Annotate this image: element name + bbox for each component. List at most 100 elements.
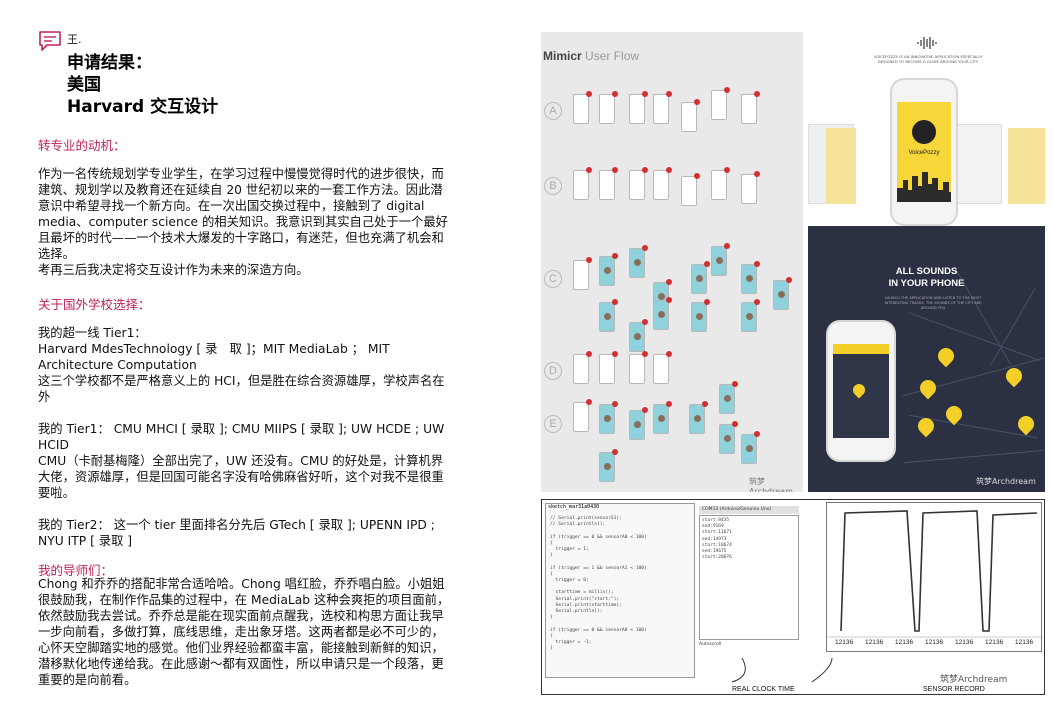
autoscroll-checkbox[interactable]: Autoscroll [699, 642, 722, 647]
flow-marker-dot [666, 91, 672, 97]
flow-screen-thumbnail [691, 302, 707, 332]
chat-bubble-icon [39, 31, 61, 51]
mentors-paragraph: Chong 和乔乔的搭配非常合适哈哈。Chong 唱红脸，乔乔唱白脸。小姐姐很鼓… [38, 577, 450, 687]
map-pin-heart-icon [934, 344, 958, 368]
flow-screen-thumbnail [711, 170, 727, 200]
flow-row-e: E [544, 415, 562, 433]
caption-sensor-record: SENSOR RECORD [923, 686, 985, 693]
flow-marker-dot [754, 91, 760, 97]
flow-marker-dot [754, 299, 760, 305]
flow-marker-dot [642, 351, 648, 357]
voicepozzy-sub-text: LAUNCH THE APPLICATION AND LISTEN TO THE… [884, 296, 982, 310]
flow-screen-thumbnail [599, 452, 615, 482]
map-street-line [990, 287, 1036, 366]
flow-marker-dot [754, 431, 760, 437]
plot-tick-label: 12136 [835, 639, 854, 646]
flow-screen-thumbnail [573, 354, 589, 384]
flow-marker-dot [612, 401, 618, 407]
city-skyline-icon [897, 172, 951, 202]
flow-marker-dot [724, 167, 730, 173]
flow-marker-dot [754, 261, 760, 267]
flow-screen-thumbnail [573, 402, 589, 432]
flow-screen-thumbnail [629, 248, 645, 278]
flow-marker-dot [694, 173, 700, 179]
flow-screen-thumbnail [573, 260, 589, 290]
flow-marker-dot [732, 421, 738, 427]
plot-tick-label: 12136 [1015, 639, 1034, 646]
serial-monitor-title: COM13 (Arduino/Genuino Uno) [699, 506, 799, 514]
flow-screen-thumbnail [741, 302, 757, 332]
result-title: 申请结果： 美国 Harvard 交互设计 [67, 52, 218, 118]
flow-marker-dot [642, 245, 648, 251]
flow-screen-thumbnail [741, 174, 757, 204]
flow-marker-dot [786, 277, 792, 283]
flow-screen-thumbnail [653, 404, 669, 434]
tier1-note: 这三个学校都不是严格意义上的 HCI，但是胜在综合资源雄厚，学校声名在外 [38, 374, 445, 404]
arduino-code-image: sketch_mar31a0430 // Serial.print(sensor… [541, 499, 1045, 695]
flow-screen-thumbnail [681, 176, 697, 206]
plot-tick-label: 12136 [925, 639, 944, 646]
flow-marker-dot [642, 319, 648, 325]
flow-marker-dot [612, 253, 618, 259]
plot-tick-label: 12136 [955, 639, 974, 646]
flow-screen-thumbnail [681, 102, 697, 132]
flow-marker-dot [666, 351, 672, 357]
flow-screen-thumbnail [719, 384, 735, 414]
flow-screen-thumbnail [629, 94, 645, 124]
flow-marker-dot [724, 87, 730, 93]
serial-line: start:20676 [702, 555, 732, 561]
motivation-conclusion: 考再三后我决定将交互设计作为未来的深造方向。 [38, 263, 309, 277]
flow-marker-dot [586, 257, 592, 263]
caption-pointer-lines [731, 658, 833, 683]
title-line-3: Harvard 交互设计 [67, 97, 219, 117]
voicepozzy-promo-text: VOICEPOZZY IS AN INNOVATIVE APPLICATION … [873, 54, 983, 64]
voice-watermark: 筑梦Archdream [976, 477, 1036, 486]
flow-screen-thumbnail [629, 410, 645, 440]
flow-marker-dot [642, 407, 648, 413]
flow-marker-dot [612, 449, 618, 455]
map-street-line [904, 449, 1044, 464]
voicepozzy-phone-screen: VoicePozzy [897, 102, 951, 202]
map-pin-icon [850, 381, 868, 399]
flow-marker-dot [704, 261, 710, 267]
serial-line: start:8435 [702, 518, 730, 523]
flow-screen-thumbnail [719, 424, 735, 454]
flow-row-b: B [544, 177, 562, 195]
flow-screen-thumbnail [653, 354, 669, 384]
voicepozzy-phone-bottom [826, 320, 896, 462]
flow-screen-thumbnail [773, 280, 789, 310]
flow-marker-dot [666, 167, 672, 173]
voicepozzy-app-bar [833, 344, 889, 354]
flow-screen-thumbnail [653, 170, 669, 200]
voicepozzy-app-name: VoicePozzy [908, 150, 940, 156]
flow-marker-dot [754, 171, 760, 177]
voicepozzy-phone-top: VoicePozzy [890, 78, 958, 226]
schools-body: 我的超一线 Tier1： Harvard MdesTechnology [ 录 … [38, 325, 450, 549]
flow-screen-thumbnail [741, 264, 757, 294]
map-pin-cup-icon [914, 414, 938, 438]
voicepozzy-headline-2: IN YOUR PHONE [888, 278, 965, 289]
flow-marker-dot [586, 91, 592, 97]
flow-marker-dot [586, 167, 592, 173]
flow-title: Mimicr User Flow [543, 49, 639, 63]
sound-wave-logo-icon [917, 37, 937, 49]
title-line-1: 申请结果： [67, 53, 152, 73]
voicepozzy-headline: ALL SOUNDS IN YOUR PHONE [808, 266, 1045, 290]
sketch-name: sketch_mar31a0430 [548, 504, 600, 510]
tier2-note: CMU（卡耐基梅隆）全部出完了，UW 还没有。CMU 的好处是，计算机界大佬，资… [38, 454, 444, 500]
flow-screen-thumbnail [573, 94, 589, 124]
flow-title-main: Mimicr [543, 49, 582, 63]
user-flow-image: Mimicr User Flow A B C D E 筑梦Archdream [541, 32, 803, 492]
flow-screen-thumbnail [653, 94, 669, 124]
flow-marker-dot [586, 399, 592, 405]
flow-marker-dot [612, 299, 618, 305]
schools-title: 关于国外学校选择： [38, 297, 151, 312]
tier1-heading: 我的超一线 Tier1： [38, 326, 147, 340]
flow-marker-dot [732, 381, 738, 387]
serial-line: end:14973 [702, 536, 727, 542]
tier1-list: Harvard MdesTechnology [ 录 取 ]；MIT Media… [38, 342, 390, 372]
motivation-body: 作为一名传统规划学专业学生，在学习过程中慢慢觉得时代的进步很快，而建筑、规划学以… [38, 166, 450, 278]
voicepozzy-promo-image: VOICEPOZZY IS AN INNOVATIVE APPLICATION … [808, 32, 1045, 226]
